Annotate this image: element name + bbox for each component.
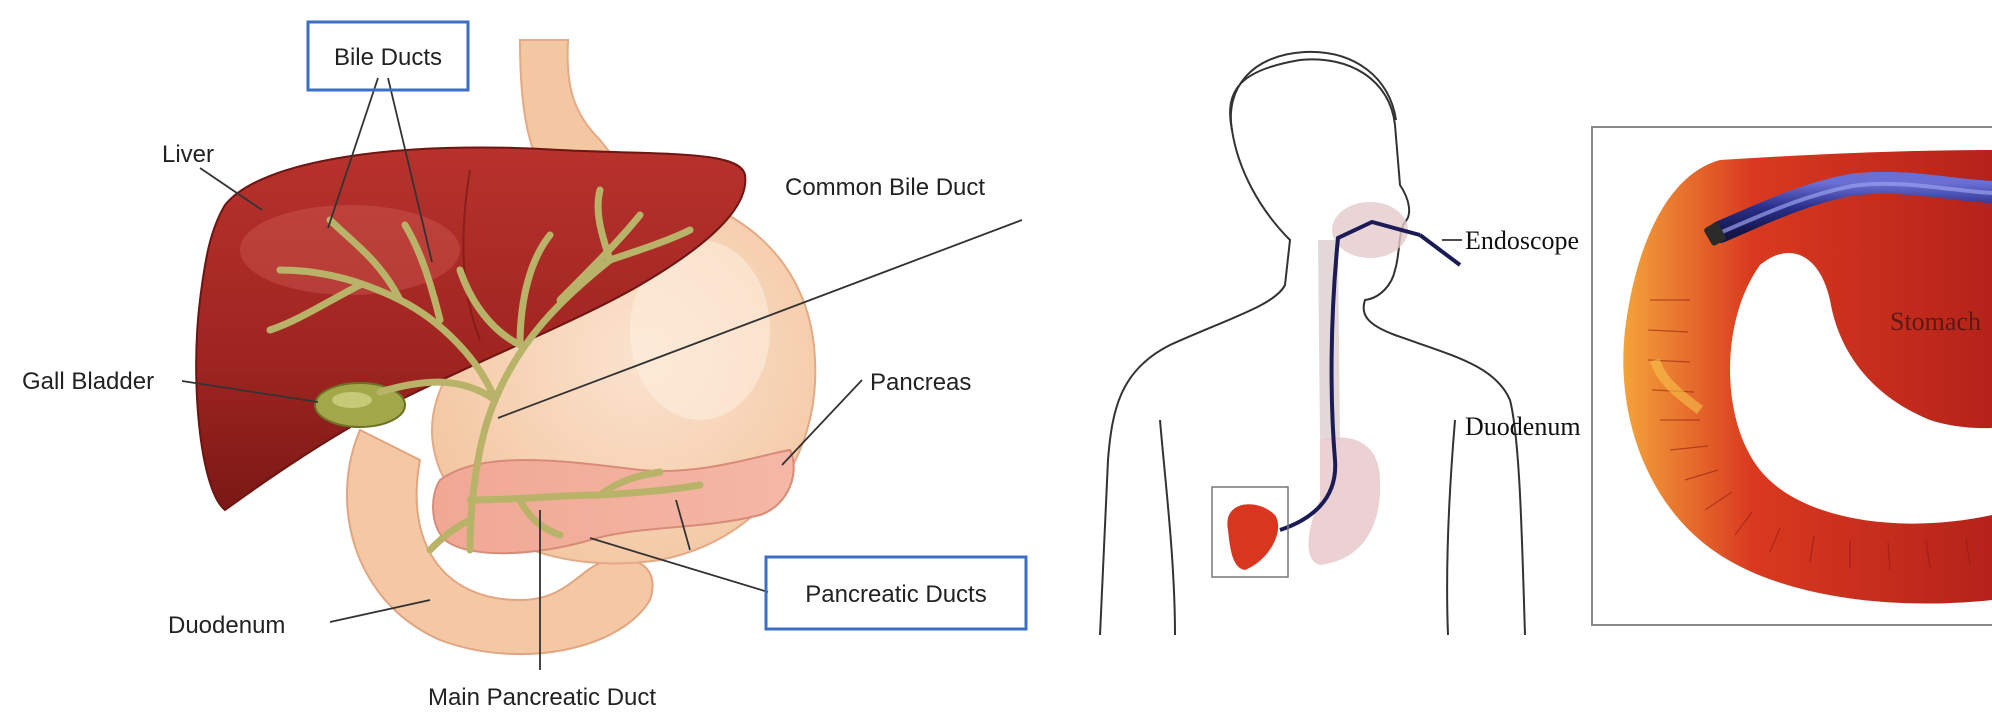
hepatobiliary-diagram: Bile Ducts Liver Common Bile Duct Gall B… xyxy=(22,22,1026,711)
label-duodenum-right: Duodenum xyxy=(1465,412,1581,441)
label-liver: Liver xyxy=(162,141,214,168)
gall-bladder-sheen xyxy=(332,392,372,408)
label-gall-bladder: Gall Bladder xyxy=(22,368,154,395)
label-bile-ducts: Bile Ducts xyxy=(334,44,442,71)
label-endoscope: Endoscope xyxy=(1465,226,1579,255)
endoscopy-inset xyxy=(1592,127,1992,625)
label-duodenum: Duodenum xyxy=(168,612,285,639)
label-common-bile-duct: Common Bile Duct xyxy=(785,174,985,201)
label-pancreatic-ducts: Pancreatic Ducts xyxy=(805,581,986,608)
label-main-pancreatic-duct: Main Pancreatic Duct xyxy=(428,684,656,711)
label-pancreas: Pancreas xyxy=(870,369,971,396)
label-stomach: Stomach xyxy=(1890,307,1981,336)
